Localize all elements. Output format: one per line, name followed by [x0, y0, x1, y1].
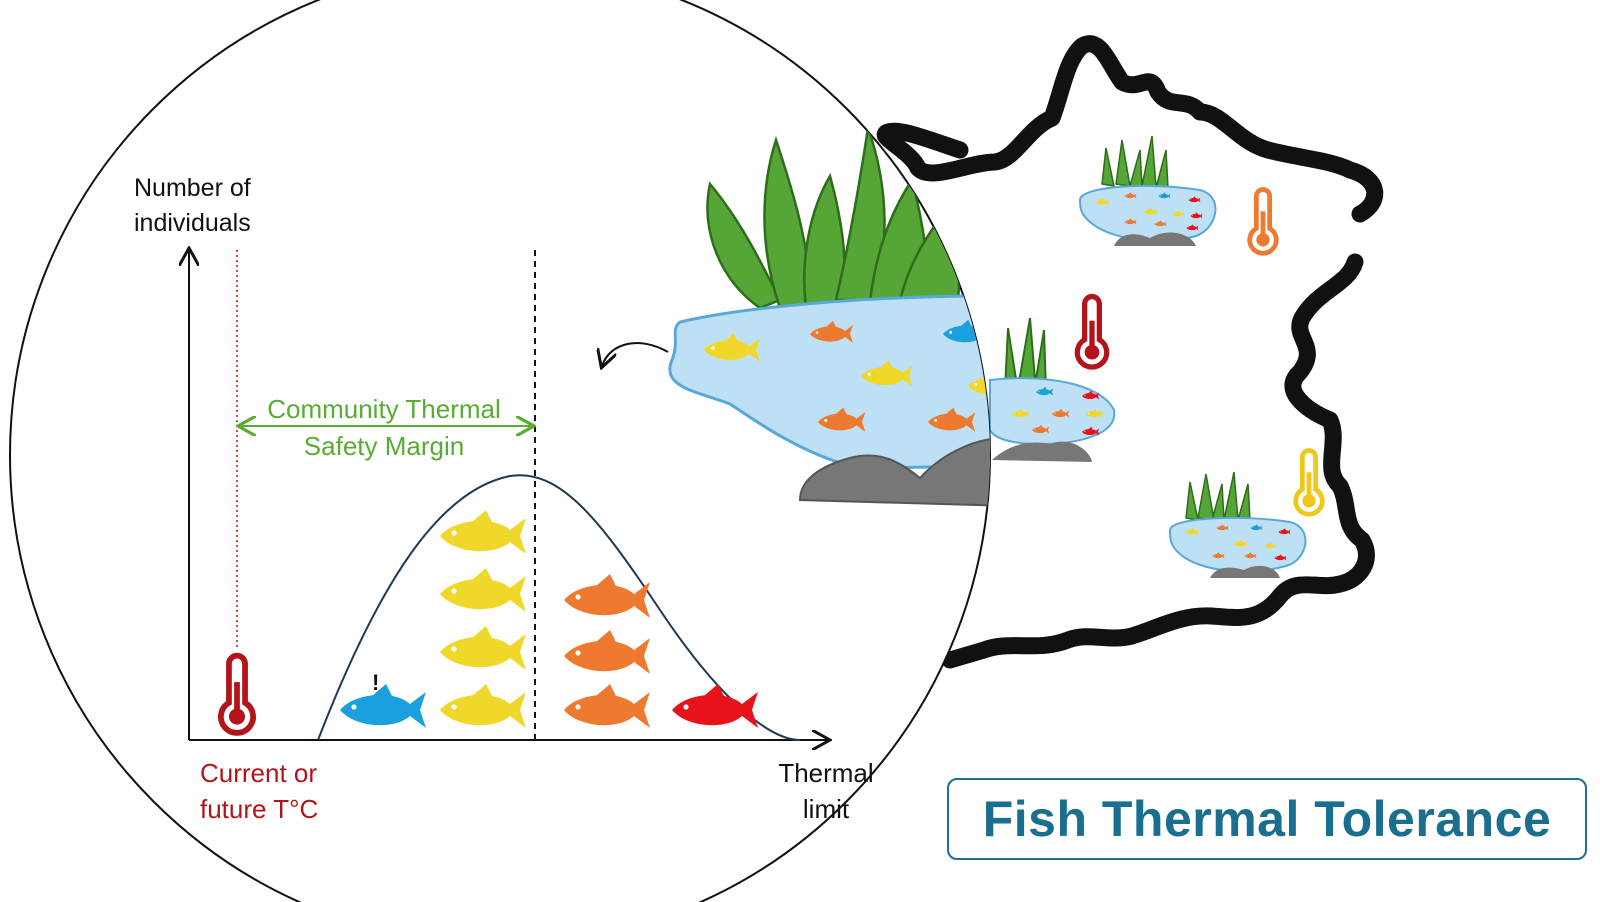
thermometer-icon: [1250, 189, 1277, 253]
current-temp-label-line1: Current or: [200, 758, 317, 788]
pond-icon: [1078, 135, 1217, 246]
x-axis-label-line1: Thermal: [778, 758, 873, 788]
y-axis-label-line1: Number of: [134, 174, 251, 202]
margin-label-line2: Safety Margin: [304, 431, 464, 461]
thermometer-icon: [1077, 297, 1106, 367]
y-axis-label-line2: individuals: [134, 209, 251, 237]
pond-icon: [1168, 471, 1307, 578]
curved-arrow-icon: [602, 342, 669, 366]
title-box: Fish Thermal Tolerance: [947, 778, 1587, 860]
page-title: Fish Thermal Tolerance: [982, 791, 1552, 847]
x-axis-label-line2: limit: [803, 794, 850, 824]
pond-icon: [989, 317, 1116, 462]
map-outline-icon: [876, 35, 1384, 669]
current-temp-label-line2: future T°C: [200, 794, 318, 824]
warning-mark: !: [372, 670, 379, 695]
thermometer-icon: [1296, 450, 1323, 514]
margin-label-line1: Community Thermal: [267, 394, 501, 424]
